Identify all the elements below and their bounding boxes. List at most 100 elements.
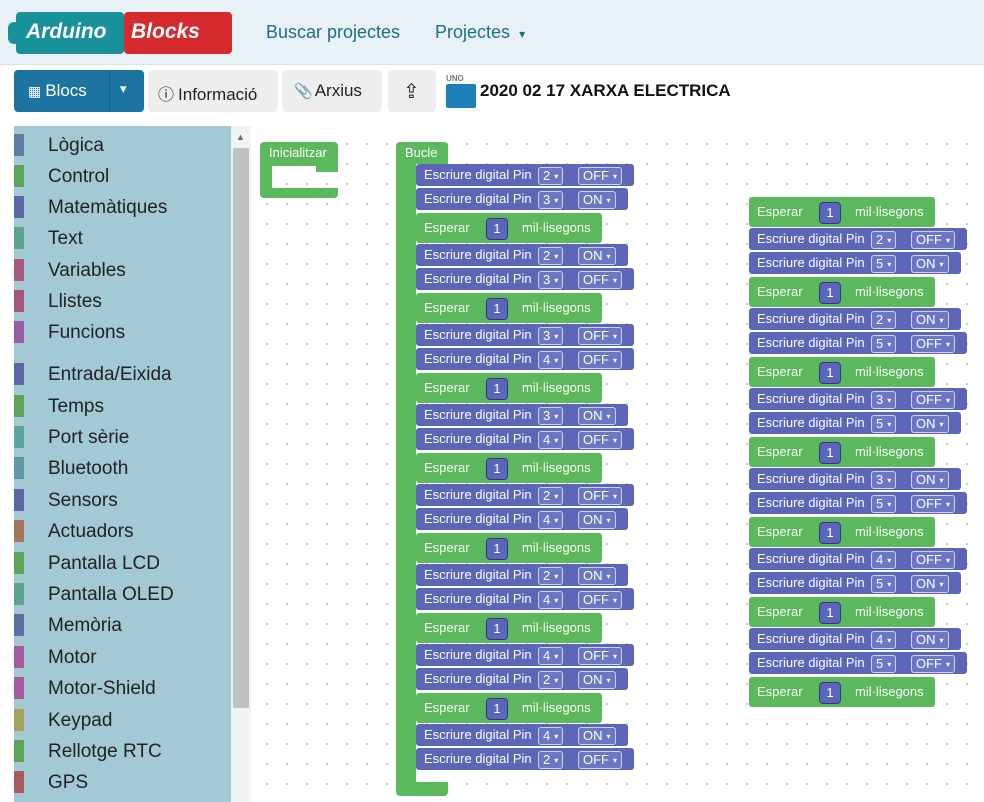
state-dropdown[interactable]: OFF▾ xyxy=(911,655,956,673)
toolbox-category-actuadors[interactable]: Actuadors xyxy=(14,517,231,545)
delay-value-input[interactable]: 1 xyxy=(819,202,841,224)
state-dropdown[interactable]: OFF▾ xyxy=(578,751,623,769)
pin-dropdown[interactable]: 4▾ xyxy=(871,631,897,649)
delay-value-input[interactable]: 1 xyxy=(819,282,841,304)
pin-dropdown[interactable]: 4▾ xyxy=(538,351,564,369)
state-dropdown[interactable]: OFF▾ xyxy=(578,271,623,289)
pin-dropdown[interactable]: 2▾ xyxy=(538,671,564,689)
pin-dropdown[interactable]: 3▾ xyxy=(538,327,564,345)
toolbox-category-llistes[interactable]: Llistes xyxy=(14,287,231,315)
state-dropdown[interactable]: OFF▾ xyxy=(911,231,956,249)
toolbox-category-pantalla-lcd[interactable]: Pantalla LCD xyxy=(14,549,231,577)
state-dropdown[interactable]: ON▾ xyxy=(911,255,949,273)
state-dropdown[interactable]: ON▾ xyxy=(578,567,616,585)
delay-value-input[interactable]: 1 xyxy=(486,698,508,720)
delay-value-input[interactable]: 1 xyxy=(819,602,841,624)
delay-value-input[interactable]: 1 xyxy=(486,618,508,640)
toolbox-category-bluetooth[interactable]: Bluetooth xyxy=(14,454,231,482)
files-button[interactable]: 📎Arxius xyxy=(282,70,382,112)
pin-dropdown[interactable]: 4▾ xyxy=(538,727,564,745)
pin-dropdown[interactable]: 2▾ xyxy=(538,567,564,585)
delay-value-input[interactable]: 1 xyxy=(486,298,508,320)
pin-dropdown[interactable]: 5▾ xyxy=(871,415,897,433)
pin-dropdown[interactable]: 2▾ xyxy=(871,231,897,249)
pin-dropdown[interactable]: 5▾ xyxy=(871,655,897,673)
arduinoblocks-logo[interactable]: Arduino Blocks xyxy=(6,10,232,56)
toolbox-category-keypad[interactable]: Keypad xyxy=(14,706,231,734)
toolbox-category-motor[interactable]: Motor xyxy=(14,643,231,671)
state-dropdown[interactable]: OFF▾ xyxy=(578,327,623,345)
pin-dropdown[interactable]: 3▾ xyxy=(538,407,564,425)
toolbox-category-memòria[interactable]: Memòria xyxy=(14,611,231,639)
state-dropdown[interactable]: OFF▾ xyxy=(578,487,623,505)
state-dropdown[interactable]: OFF▾ xyxy=(911,551,956,569)
nav-search-projects[interactable]: Buscar projectes xyxy=(266,22,401,42)
state-dropdown[interactable]: OFF▾ xyxy=(578,167,623,185)
toolbox-scrollbar[interactable]: ▲ xyxy=(231,126,251,802)
pin-dropdown[interactable]: 5▾ xyxy=(871,255,897,273)
state-dropdown[interactable]: ON▾ xyxy=(911,415,949,433)
state-dropdown[interactable]: OFF▾ xyxy=(911,495,956,513)
toolbox-category-funcions[interactable]: Funcions xyxy=(14,318,231,346)
state-dropdown[interactable]: OFF▾ xyxy=(578,431,623,449)
pin-dropdown[interactable]: 2▾ xyxy=(538,487,564,505)
toolbox-category-pantalla-oled[interactable]: Pantalla OLED xyxy=(14,580,231,608)
state-dropdown[interactable]: OFF▾ xyxy=(911,335,956,353)
state-dropdown[interactable]: ON▾ xyxy=(911,471,949,489)
toolbox-category-control[interactable]: Control xyxy=(14,162,231,190)
share-button[interactable]: ⇪ xyxy=(388,70,436,112)
state-dropdown[interactable]: ON▾ xyxy=(911,311,949,329)
state-dropdown[interactable]: ON▾ xyxy=(578,511,616,529)
toolbox-category-text[interactable]: Text xyxy=(14,224,231,252)
toolbox-category-rellotge-rtc[interactable]: Rellotge RTC xyxy=(14,737,231,765)
toolbox-category-temps[interactable]: Temps xyxy=(14,392,231,420)
state-dropdown[interactable]: ON▾ xyxy=(578,247,616,265)
delay-value-input[interactable]: 1 xyxy=(819,522,841,544)
state-dropdown[interactable]: ON▾ xyxy=(578,727,616,745)
pin-dropdown[interactable]: 4▾ xyxy=(871,551,897,569)
scrollbar-thumb[interactable] xyxy=(233,148,249,708)
toolbox-category-gps[interactable]: GPS xyxy=(14,768,231,796)
pin-dropdown[interactable]: 2▾ xyxy=(538,167,564,185)
pin-dropdown[interactable]: 2▾ xyxy=(538,247,564,265)
delay-value-input[interactable]: 1 xyxy=(819,682,841,704)
state-dropdown[interactable]: ON▾ xyxy=(578,407,616,425)
state-dropdown[interactable]: ON▾ xyxy=(911,631,949,649)
toolbox-category-entrada-eixida[interactable]: Entrada/Eixida xyxy=(14,360,231,388)
pin-dropdown[interactable]: 3▾ xyxy=(538,271,564,289)
toolbox-category-motor-shield[interactable]: Motor-Shield xyxy=(14,674,231,702)
state-dropdown[interactable]: OFF▾ xyxy=(578,647,623,665)
pin-dropdown[interactable]: 4▾ xyxy=(538,591,564,609)
toolbox-category-sensors[interactable]: Sensors xyxy=(14,486,231,514)
state-dropdown[interactable]: OFF▾ xyxy=(911,391,956,409)
